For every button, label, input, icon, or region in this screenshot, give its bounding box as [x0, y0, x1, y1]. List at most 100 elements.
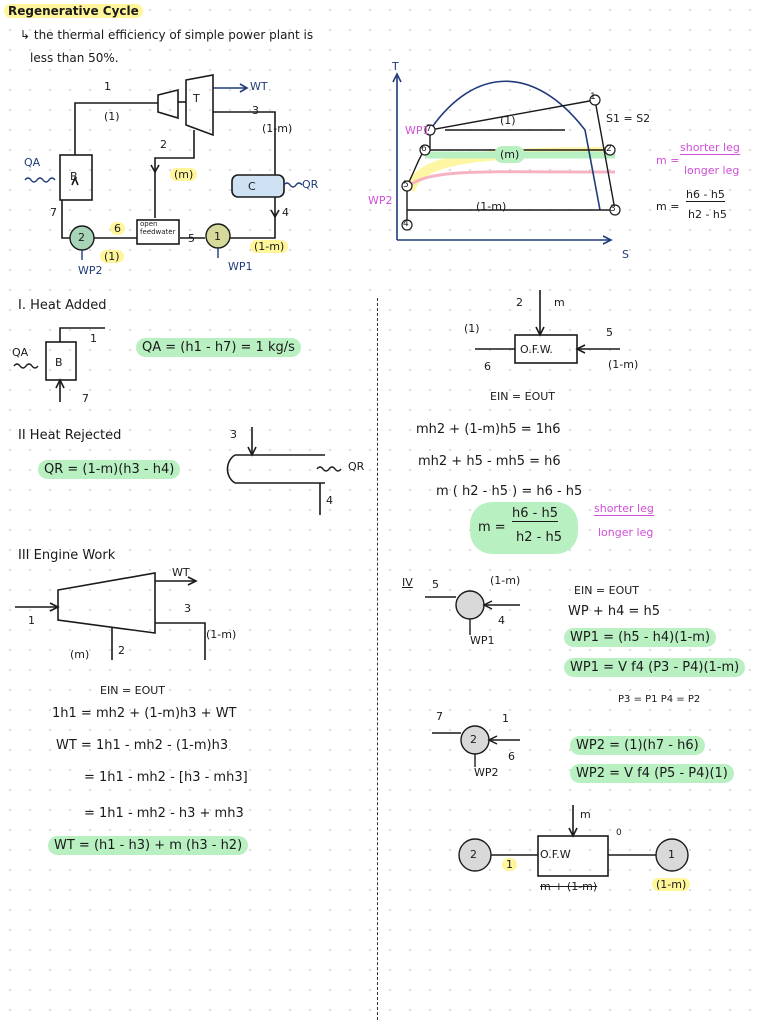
sec1-b: B [55, 356, 63, 369]
note-line-2: less than 50%. [30, 51, 119, 65]
pump-2-label: 2 [78, 231, 85, 244]
schematic-pt-4: 4 [282, 206, 289, 219]
schematic-flow-1m: (1-m) [262, 122, 293, 135]
ofw-den: h2 - h5 [516, 530, 562, 545]
schematic-flow-1: (1) [104, 110, 120, 123]
schematic-wp1: WP1 [228, 260, 253, 273]
ofw-l3: m ( h2 - h5 ) = h6 - h5 [436, 484, 583, 499]
bottom-c2: 2 [470, 848, 477, 861]
bottom-zero: 0 [616, 828, 622, 838]
ofw-box-label: O.F.W. [520, 343, 553, 356]
pump2-diagram [432, 725, 520, 767]
sec4-ein: EIN = EOUT [574, 584, 640, 597]
sec4-pt6: 6 [508, 750, 515, 763]
schematic-wt: WT [250, 80, 268, 93]
sec3-flow1m: (1-m) [206, 628, 237, 641]
sec2-qr: QR [348, 460, 365, 473]
sec3-title: III Engine Work [18, 548, 116, 563]
ofw-shorter: shorter leg [594, 502, 654, 516]
sec3-l2: WT = 1h1 - mh2 - (1-m)h3 [56, 738, 229, 753]
sec4-title: IV [402, 576, 413, 589]
schematic-pt-7: 7 [50, 206, 57, 219]
sec3-l3: = 1h1 - mh2 - [h3 - mh3] [84, 770, 248, 785]
ts-one: (1) [500, 114, 516, 127]
turbine-label: T [193, 92, 200, 105]
sec1-boiler-diagram [13, 327, 105, 402]
condenser-label: C [248, 180, 256, 193]
ts-n4: 4 [403, 219, 409, 229]
pump-1-label: 1 [214, 230, 221, 243]
sec1-title: I. Heat Added [18, 298, 107, 313]
ratio-num: h6 - h5 [686, 188, 725, 202]
ts-wp1: WP1 [405, 124, 430, 137]
ofw-m: m [554, 296, 565, 309]
schematic-flow-1-b: (1) [100, 250, 124, 263]
sec1-qa: QA [12, 346, 29, 359]
sec4-e4: P3 = P1 P4 = P2 [618, 694, 701, 705]
ofw-m-eq: m = [478, 520, 506, 535]
sec3-turbine-diagram [15, 572, 206, 660]
ts-n7: 7 [426, 124, 432, 134]
sec3-l4: = 1h1 - mh2 - h3 + mh3 [84, 806, 244, 821]
ts-wp2: WP2 [368, 194, 393, 207]
sec4-e2: WP1 = (h5 - h4)(1-m) [564, 628, 717, 647]
ofw-l1: mh2 + (1-m)h5 = 1h6 [416, 422, 561, 437]
bottom-m: m [580, 808, 591, 821]
ofw-diagram [475, 290, 620, 364]
schematic-pt-5: 5 [188, 232, 195, 245]
schematic-flow-1m-b: (1-m) [250, 240, 289, 253]
power-plant-schematic [24, 74, 303, 260]
column-divider [377, 298, 378, 1020]
sec4-flow1m: (1-m) [490, 574, 521, 587]
pump2-label: 2 [470, 733, 477, 746]
schematic-flow-m: (m) [170, 168, 198, 181]
ts-s-eq: S1 = S2 [606, 112, 651, 125]
bottom-c1: 1 [668, 848, 675, 861]
ofw-flow1: (1) [464, 322, 480, 335]
note-line-1: ↳ the thermal efficiency of simple power… [20, 28, 314, 42]
sec3-pt1: 1 [28, 614, 35, 627]
sec1-pt7: 7 [82, 392, 89, 405]
sec3-ein: EIN = EOUT [100, 684, 166, 697]
ts-s-axis: S [622, 248, 629, 261]
boiler [59, 154, 93, 201]
sec4-e5: WP2 = (1)(h7 - h6) [570, 736, 705, 755]
schematic-wp2: WP2 [78, 264, 103, 277]
boiler-label: B [70, 170, 78, 183]
bottom-flow1: 1 [502, 858, 517, 871]
ofw-ein: EIN = EOUT [490, 390, 556, 403]
ofw-longer: longer leg [598, 526, 654, 539]
sec1-pt1: 1 [90, 332, 97, 345]
ts-n5: 5 [403, 180, 409, 190]
turbine [185, 74, 214, 137]
ratio-m-1: m = [656, 154, 680, 167]
ratio-m-2: m = [656, 200, 680, 213]
ofw-box [136, 219, 180, 245]
ofw-pt5: 5 [606, 326, 613, 339]
ofw-pt2: 2 [516, 296, 523, 309]
schematic-pt-2: 2 [160, 138, 167, 151]
sec3-l1: 1h1 = mh2 + (1-m)h3 + WT [52, 706, 237, 721]
ts-n3: 3 [610, 204, 616, 214]
ratio-shorter: shorter leg [680, 141, 740, 155]
ts-m: (m) [494, 146, 526, 163]
ofw-pt6: 6 [484, 360, 491, 373]
sec3-l5: WT = (h1 - h3) + m (h3 - h2) [48, 836, 249, 855]
bottom-ofw-label: O.F.W [540, 848, 571, 861]
sec1-eq: QA = (h1 - h7) = 1 kg/s [136, 338, 301, 357]
bottom-strike: m + (1-m) [540, 880, 598, 893]
sec2-pt4: 4 [326, 494, 333, 507]
schematic-pt-3: 3 [252, 104, 259, 117]
sec3-pt2: 2 [118, 644, 125, 657]
sec3-pt3: 3 [184, 602, 191, 615]
sec2-eq: QR = (1-m)(h3 - h4) [38, 460, 181, 479]
ts-n6: 6 [421, 144, 427, 154]
sec4-pt7: 7 [436, 710, 443, 723]
sec3-wt: WT [172, 566, 190, 579]
bottom-flow1m: (1-m) [652, 878, 691, 891]
bottom-ofw-diagram [458, 805, 689, 877]
ofw-l2: mh2 + h5 - mh5 = h6 [418, 454, 561, 469]
sec2-pt3: 3 [230, 428, 237, 441]
ts-t-axis: T [392, 60, 399, 73]
